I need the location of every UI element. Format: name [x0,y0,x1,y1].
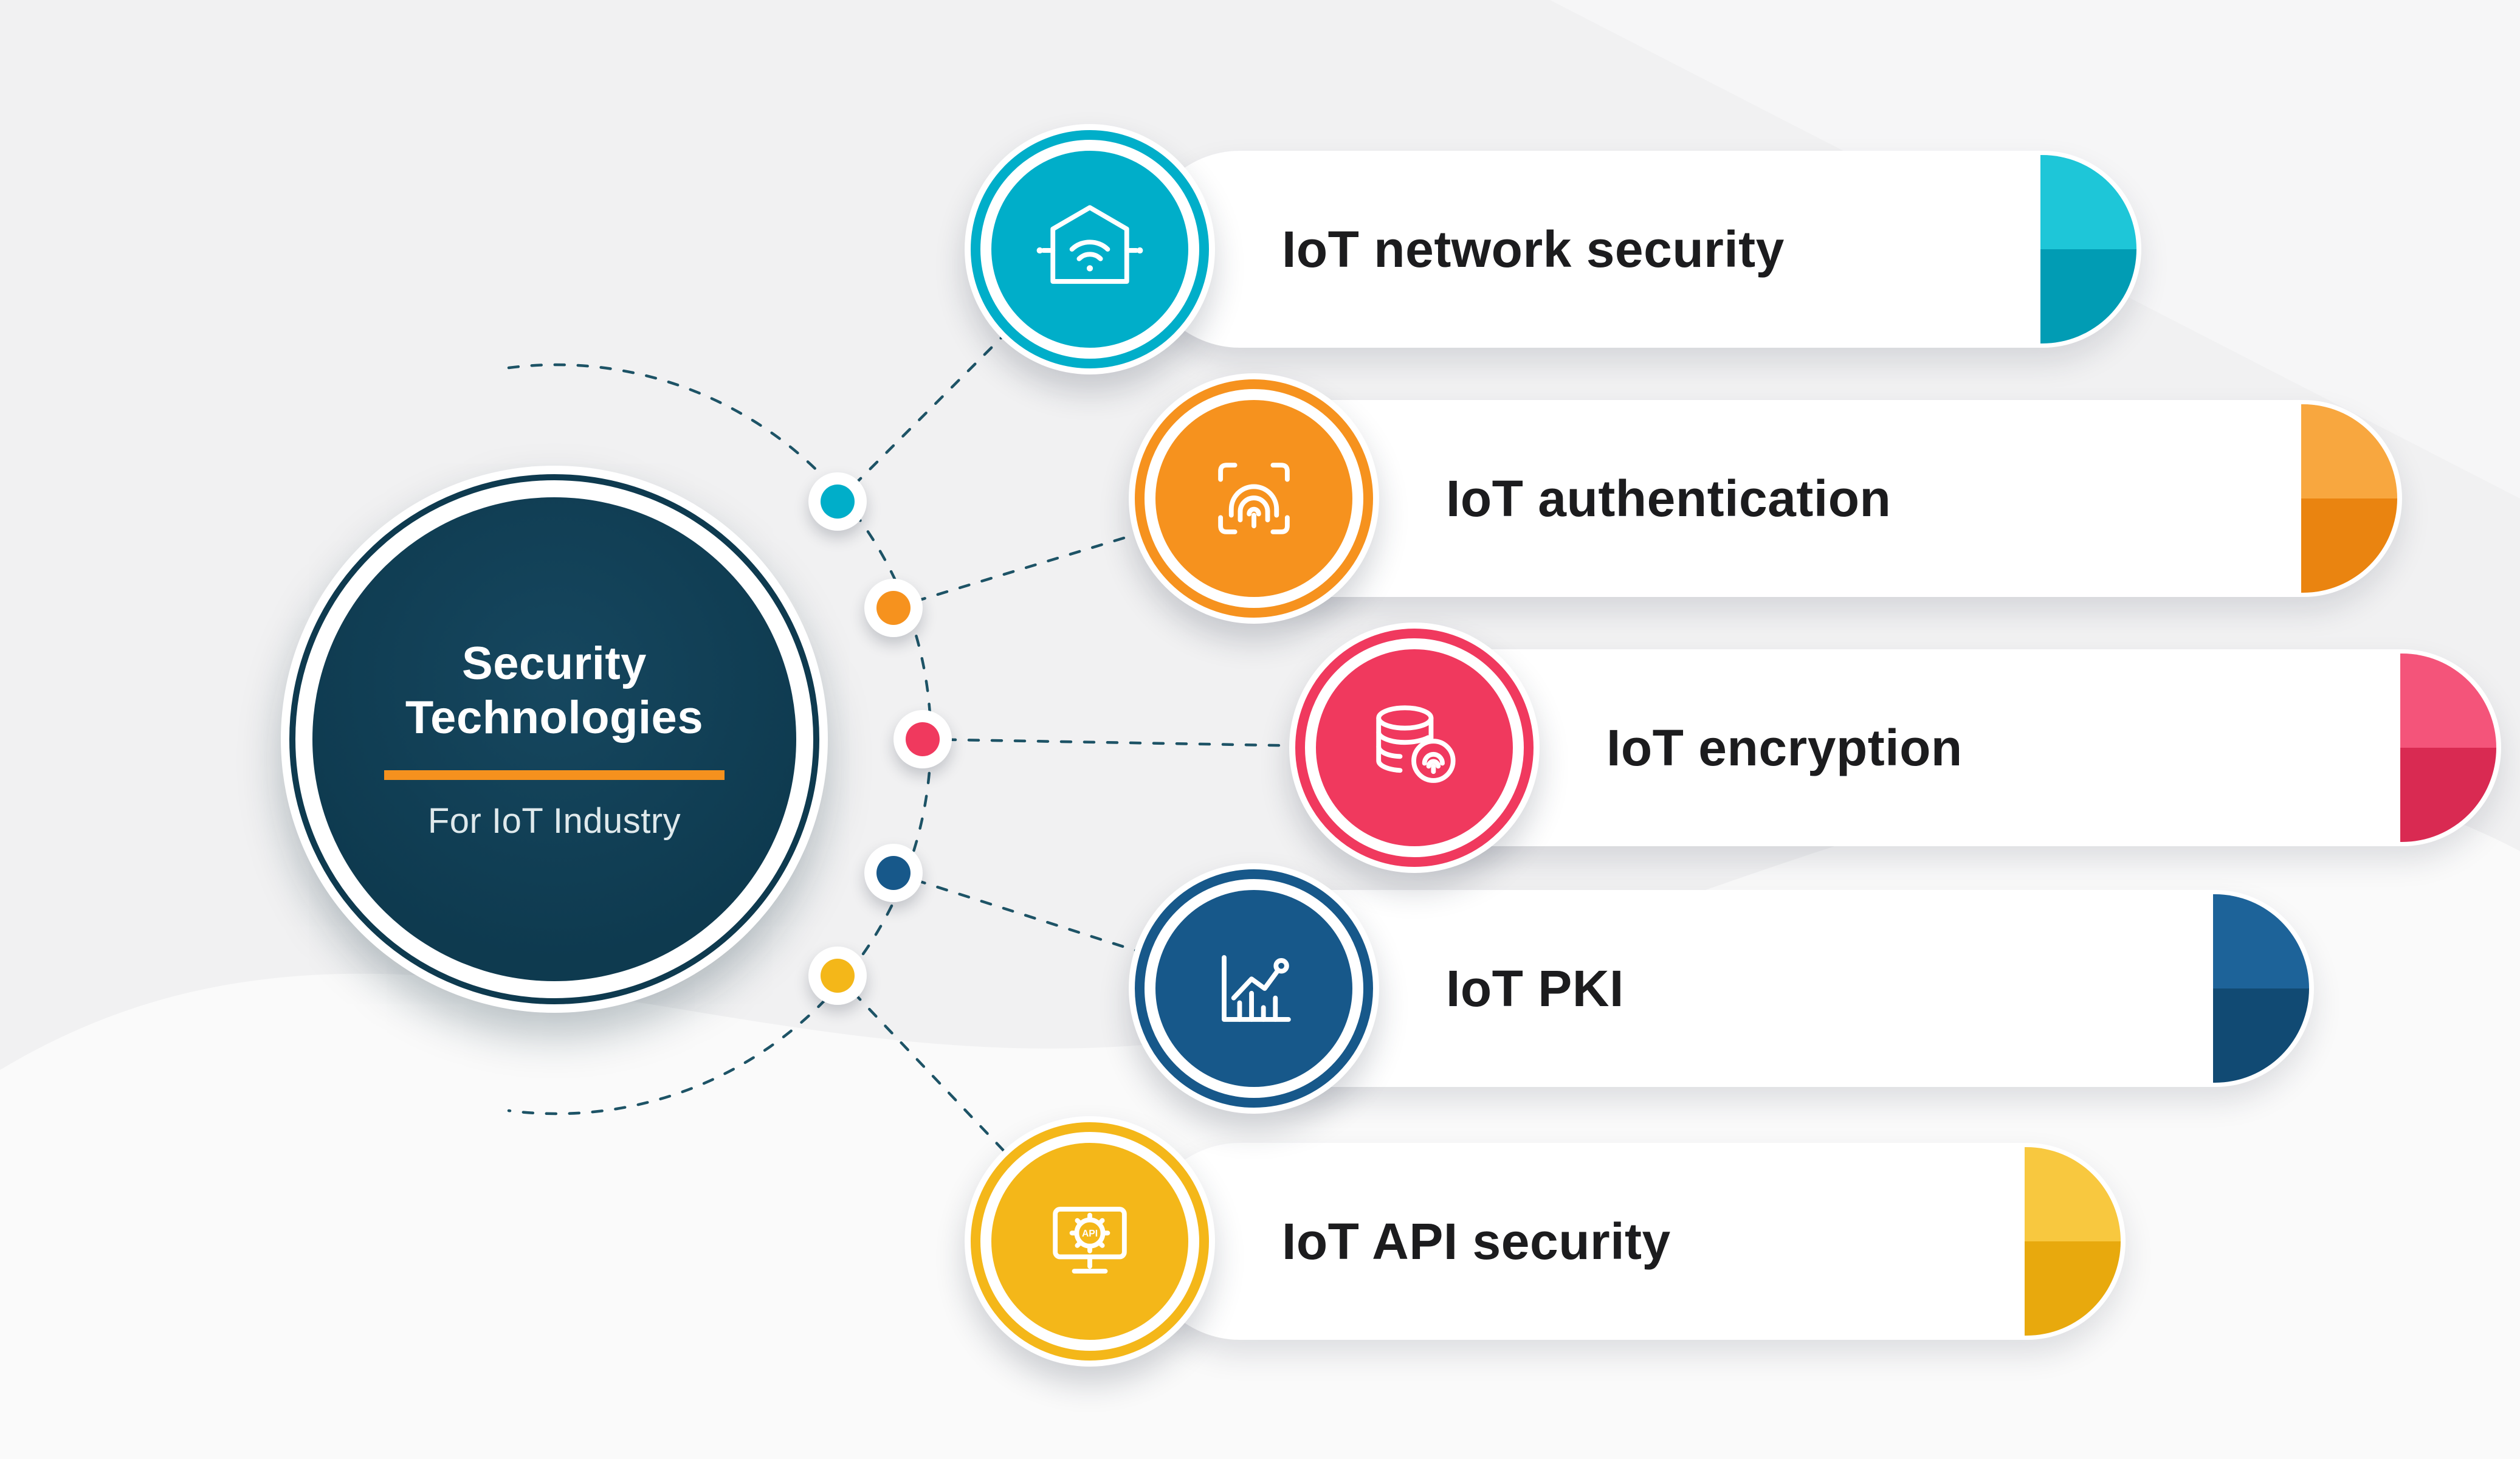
icon-fill [1155,890,1352,1087]
icon-fill [1155,400,1352,597]
icon-circle-api-security: API [965,1116,1215,1367]
icon-circle-pki [1129,863,1379,1114]
item-card-network-security: IoT network security [1141,151,2141,348]
connector-dot-pink [893,710,952,768]
icon-fill [991,151,1188,348]
chart-graph-icon [1222,955,1291,1022]
connector-dot-teal [808,472,867,531]
center-fill: Security Technologies For IoT Industry [312,497,796,981]
center-ring [289,474,819,1004]
center-subtitle: For IoT Industry [427,801,681,841]
icon-circle-authentication [1129,373,1379,624]
item-label: IoT PKI [1446,959,1624,1017]
connector-line-2 [892,497,1256,610]
database-fingerprint-icon [1376,705,1456,783]
icon-circle-encryption [1289,623,1540,873]
item-card-api-security: IoT API security [1141,1143,2126,1340]
svg-text:API: API [1082,1229,1098,1239]
home-wifi-shield-icon [1036,205,1143,284]
center-circle: Security Technologies For IoT Industry [281,466,828,1013]
center-title: Security Technologies [405,637,703,744]
item-label: IoT encryption [1606,719,1963,776]
item-label: IoT authentication [1446,469,1892,527]
item-card-pki: IoT PKI [1222,890,2314,1087]
connector-line-4 [892,871,1256,990]
icon-circle-network-security [965,124,1215,374]
monitor-api-icon: API [1053,1207,1127,1274]
dashed-arc [507,363,932,1116]
item-card-authentication: IoT authentication [1222,400,2402,597]
center-title-line2: Technologies [405,691,704,743]
icon-fill: API [991,1143,1188,1340]
item-deco-halfcircle [2025,1147,2121,1336]
connector-dot-blue [864,844,923,902]
item-label: IoT network security [1282,220,1785,278]
connector-dot-yellow [808,947,867,1005]
icon-fill [1316,649,1513,846]
title-divider [384,770,725,780]
item-label: IoT API security [1282,1212,1671,1270]
center-title-line1: Security [462,638,647,690]
fingerprint-scan-icon [1218,463,1290,534]
connector-dot-orange [864,579,923,637]
